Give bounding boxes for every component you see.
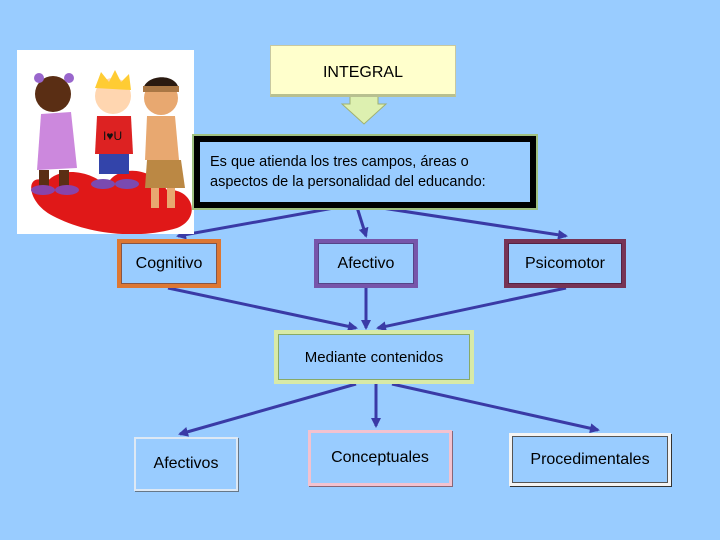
cognitivo-label: Cognitivo xyxy=(136,255,203,273)
afectivos-label: Afectivos xyxy=(154,455,219,473)
psicomotor-box: Psicomotor xyxy=(504,239,626,288)
afectivos-box: Afectivos xyxy=(134,437,238,491)
children-heart-clipart: I♥U xyxy=(17,50,194,234)
conceptuales-label: Conceptuales xyxy=(331,449,429,467)
conceptuales-box: Conceptuales xyxy=(308,430,452,486)
psicomotor-label: Psicomotor xyxy=(525,255,605,273)
definition-box: Es que atienda los tres campos, áreas o … xyxy=(194,136,536,208)
line-def-afectivo xyxy=(356,204,366,236)
procedimentales-label: Procedimentales xyxy=(530,451,649,469)
line-mediante-afectivos xyxy=(180,384,356,434)
shirt-text: I♥U xyxy=(103,129,122,143)
afectivo-label: Afectivo xyxy=(338,255,395,273)
procedimentales-box: Procedimentales xyxy=(509,433,671,486)
down-arrow-icon xyxy=(342,96,386,124)
mediante-box: Mediante contenidos xyxy=(274,330,474,384)
line-psicomotor-mediante xyxy=(378,288,566,328)
line-mediante-procedimentales xyxy=(392,384,598,430)
line-def-cognitivo xyxy=(178,204,356,236)
integral-label: INTEGRAL xyxy=(323,64,403,82)
integral-box: INTEGRAL xyxy=(270,45,456,97)
cognitivo-box: Cognitivo xyxy=(117,239,221,288)
definition-text: Es que atienda los tres campos, áreas o … xyxy=(210,152,520,192)
mediante-label: Mediante contenidos xyxy=(305,349,443,366)
line-def-psicomotor xyxy=(356,204,566,236)
line-cognitivo-mediante xyxy=(168,288,356,328)
afectivo-box: Afectivo xyxy=(314,239,418,288)
